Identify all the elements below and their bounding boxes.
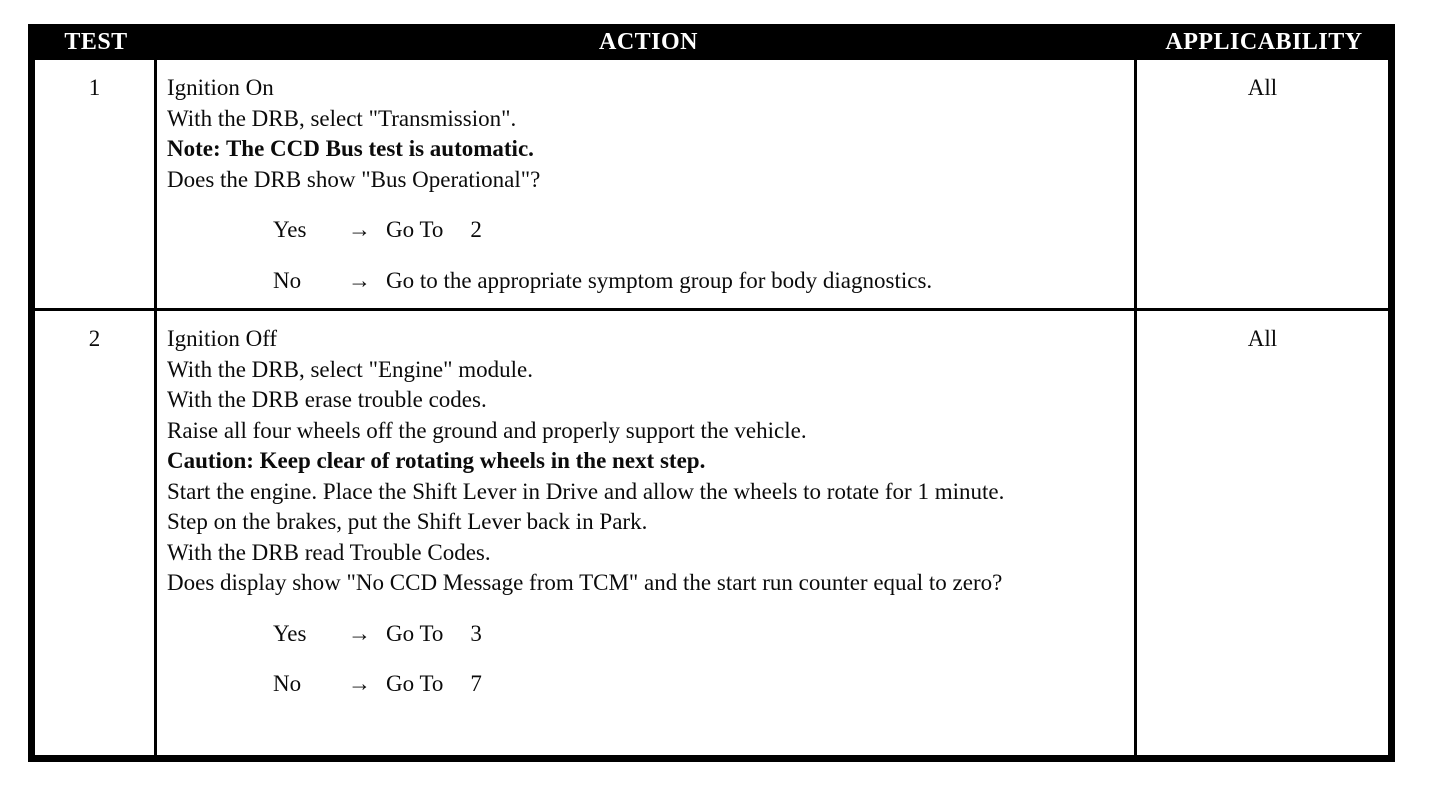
header-action: ACTION <box>598 28 698 55</box>
branch-answer: Yes <box>273 217 307 242</box>
header-applicability: APPLICABILITY <box>1165 28 1363 55</box>
arrow-icon: → <box>348 671 371 696</box>
branch-result: Go To <box>386 671 444 696</box>
action-line: With the DRB read Trouble Codes. <box>167 539 491 565</box>
action-line: Does the DRB show "Bus Operational"? <box>167 166 541 192</box>
branch-answer: Yes <box>273 620 307 646</box>
branch-target: 2 <box>470 217 482 242</box>
action-line: Step on the brakes, put the Shift Lever … <box>167 509 648 534</box>
action-line: Does display show "No CCD Message from T… <box>167 570 1003 595</box>
action-line: Caution: Keep clear of rotating wheels i… <box>167 448 706 473</box>
branch-yes: Yes → Go To 2 <box>273 215 1126 246</box>
table-row: 2 Ignition Off With the DRB, select "Eng… <box>35 308 1388 755</box>
action-line: With the DRB, select "Engine" module. <box>167 356 533 382</box>
branch-target: 3 <box>470 620 482 646</box>
action-line: Ignition On <box>167 75 274 100</box>
action-line: With the DRB erase trouble codes. <box>167 387 487 412</box>
action-cell: Ignition Off With the DRB, select "Engin… <box>157 311 1137 755</box>
arrow-icon: → <box>348 620 371 646</box>
test-number: 1 <box>35 60 157 308</box>
branch-no: No → Go to the appropriate symptom group… <box>273 266 1126 297</box>
applicability-value: All <box>1247 75 1278 100</box>
arrow-icon: → <box>348 217 371 242</box>
header-test: TEST <box>64 28 128 55</box>
branch-result: Go To <box>386 620 444 646</box>
branch-answer: No <box>273 671 302 696</box>
test-number: 2 <box>35 311 157 755</box>
table-row: 1 Ignition On With the DRB, select "Tran… <box>35 60 1388 308</box>
branch-yes: Yes → Go To 3 <box>273 619 1126 650</box>
action-line: Start the engine. Place the Shift Lever … <box>167 478 1005 504</box>
branch-result: Go To <box>386 217 444 242</box>
action-line: Note: The CCD Bus test is automatic. <box>167 136 534 161</box>
applicability-value: All <box>1247 326 1278 351</box>
action-line: With the DRB, select "Transmission". <box>167 105 517 131</box>
table-header-row: TEST ACTION APPLICABILITY <box>35 24 1388 60</box>
action-cell: Ignition On With the DRB, select "Transm… <box>157 60 1137 308</box>
branch-no: No → Go To 7 <box>273 669 1126 700</box>
action-line: Raise all four wheels off the ground and… <box>167 417 807 443</box>
branch-target: 7 <box>470 671 482 696</box>
action-line: Ignition Off <box>167 326 278 351</box>
branch-answer: No <box>273 267 302 293</box>
diagnostic-test-table: TEST ACTION APPLICABILITY 1 Ignition On … <box>28 24 1395 762</box>
arrow-icon: → <box>348 267 371 293</box>
branch-result: Go to the appropriate symptom group for … <box>386 267 933 293</box>
